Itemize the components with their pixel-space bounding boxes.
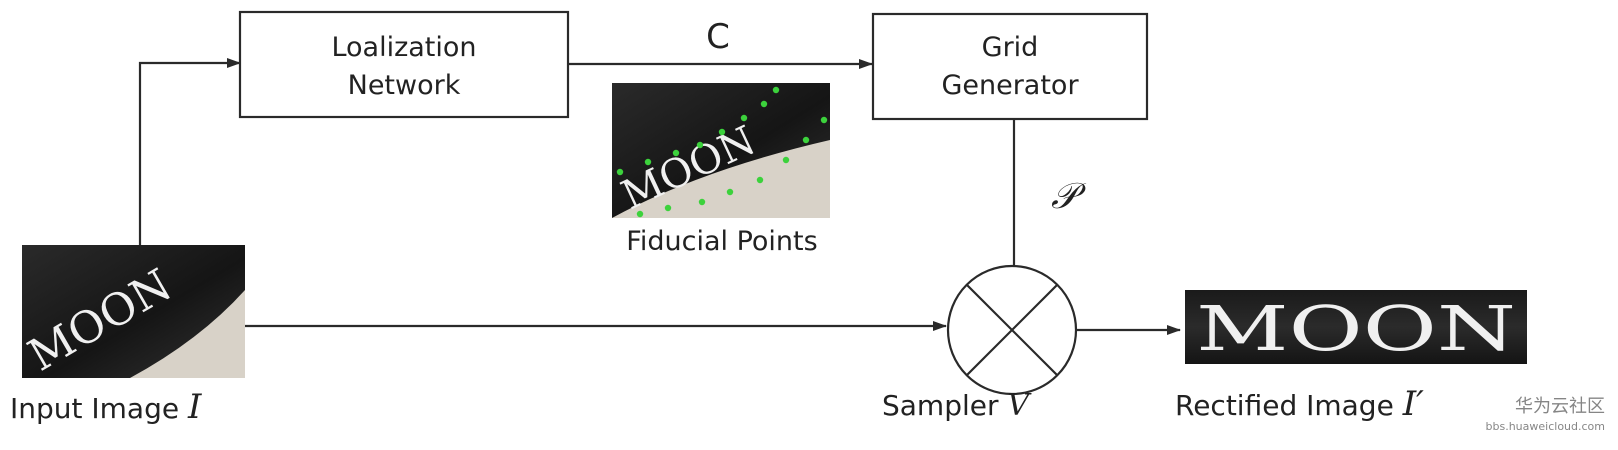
input-caption-symbol: I bbox=[187, 387, 202, 427]
sampler-node bbox=[946, 264, 1078, 396]
rectified-photo-word: MOON bbox=[1196, 292, 1516, 365]
fiducial-dot bbox=[698, 198, 706, 206]
rectified-image-caption: Rectified Image I′ bbox=[1175, 384, 1424, 424]
fiducial-dot bbox=[718, 128, 726, 136]
edge-label-p: 𝒫 bbox=[1051, 176, 1087, 217]
fiducial-dot bbox=[672, 149, 680, 157]
fiducial-dot bbox=[644, 158, 652, 166]
localization-label-line2: Network bbox=[348, 70, 461, 101]
fiducial-dot bbox=[802, 136, 810, 144]
localization-network-box bbox=[238, 10, 570, 119]
grid-generator-node: Grid Generator bbox=[871, 12, 1149, 121]
rectified-caption-symbol: I′ bbox=[1402, 384, 1424, 424]
fiducial-dots bbox=[616, 86, 828, 218]
sampler-caption-text: Sampler bbox=[882, 389, 1007, 422]
fiducial-photo-light-area bbox=[612, 140, 830, 218]
localization-label-line1: Loalization bbox=[331, 32, 476, 63]
sampler-cross-line bbox=[966, 284, 1058, 376]
fiducial-dot bbox=[772, 86, 780, 94]
fiducial-dot bbox=[636, 210, 644, 218]
sampler-caption-symbol: V bbox=[1007, 388, 1032, 423]
watermark-line1: 华为云社区 bbox=[1515, 396, 1605, 417]
rectified-image: MOON bbox=[1185, 290, 1527, 365]
fiducial-dot bbox=[726, 188, 734, 196]
fiducial-dot bbox=[756, 176, 764, 184]
edge-input-to-localization bbox=[138, 58, 241, 248]
localization-network-node: Loalization Network bbox=[238, 10, 570, 119]
fiducial-dot bbox=[664, 204, 672, 212]
input-image: MOON bbox=[20, 245, 245, 382]
watermark-line2: bbs.huaweicloud.com bbox=[1486, 420, 1605, 433]
fiducial-dot bbox=[616, 168, 624, 176]
fiducial-dot bbox=[760, 100, 768, 108]
fiducial-points-image: MOON bbox=[612, 83, 830, 219]
input-photo-light-area bbox=[130, 290, 245, 378]
rectified-caption-text: Rectified Image bbox=[1175, 389, 1403, 422]
connectors bbox=[138, 58, 1181, 335]
grid-generator-box bbox=[871, 12, 1149, 121]
watermark: 华为云社区 bbs.huaweicloud.com bbox=[1486, 396, 1605, 433]
fiducial-dot bbox=[740, 114, 748, 122]
rectified-photo-bg bbox=[1185, 290, 1527, 364]
fiducial-dot bbox=[820, 116, 828, 124]
grid-label-line1: Grid bbox=[982, 32, 1039, 63]
input-caption-text: Input Image bbox=[10, 392, 188, 425]
fiducial-dot bbox=[782, 156, 790, 164]
fiducial-points-caption: Fiducial Points bbox=[626, 226, 817, 257]
input-image-caption: Input Image I bbox=[10, 387, 202, 427]
edge-label-c: C bbox=[706, 17, 730, 57]
fiducial-dot bbox=[696, 141, 704, 149]
grid-label-line2: Generator bbox=[941, 70, 1079, 101]
sampler-caption: Sampler V bbox=[882, 388, 1032, 423]
